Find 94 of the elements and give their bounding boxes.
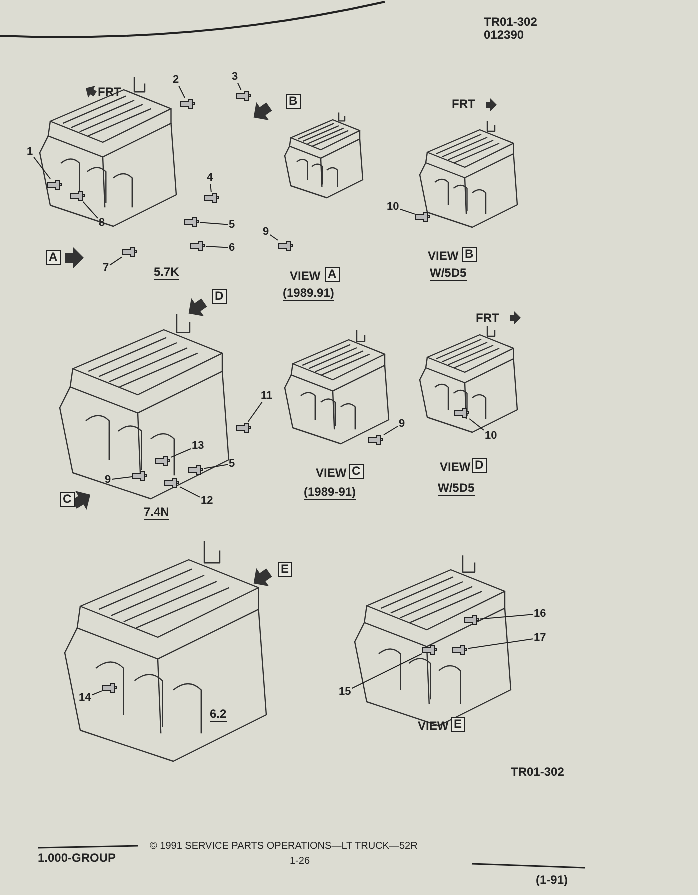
leader-line bbox=[468, 638, 534, 650]
label-text: (1-91) bbox=[536, 874, 568, 887]
sensor-icon bbox=[164, 477, 180, 489]
callout-number: 2 bbox=[172, 74, 180, 86]
leader-line bbox=[110, 256, 122, 266]
callout-number: 3 bbox=[231, 71, 240, 83]
sensor-icon bbox=[180, 98, 196, 110]
sensor-icon bbox=[47, 179, 63, 191]
label-text: TR01-302 bbox=[511, 766, 564, 779]
label-text: VIEW bbox=[418, 720, 449, 733]
callout-number: 14 bbox=[78, 692, 92, 704]
sensor-icon bbox=[236, 90, 252, 102]
label-text: VIEW bbox=[316, 467, 347, 480]
leader-line bbox=[210, 184, 212, 192]
view-letter: A bbox=[46, 250, 61, 265]
front-label: FRT bbox=[452, 98, 476, 111]
footer-text: © 1991 SERVICE PARTS OPERATIONS—LT TRUCK—52R bbox=[150, 840, 418, 853]
sensor-icon bbox=[190, 240, 206, 252]
leader-line bbox=[200, 222, 228, 226]
label-text: 012390 bbox=[484, 29, 524, 42]
label-text: VIEW bbox=[428, 250, 459, 263]
view-letter: C bbox=[349, 464, 364, 479]
view-letter: C bbox=[60, 492, 75, 507]
callout-number: 15 bbox=[338, 686, 352, 698]
sensor-icon bbox=[155, 455, 171, 467]
drawing-caption: (1989-91) bbox=[304, 486, 356, 500]
leader-line bbox=[400, 208, 416, 215]
callout-number: 4 bbox=[206, 172, 214, 184]
leader-line bbox=[92, 690, 102, 696]
label-text: VIEW bbox=[290, 270, 321, 283]
view-letter: B bbox=[286, 94, 301, 109]
drawing-caption: W/5D5 bbox=[438, 482, 475, 496]
sensor-icon bbox=[278, 240, 294, 252]
sensor-icon bbox=[184, 216, 200, 228]
leader-line bbox=[248, 402, 263, 422]
sensor-icon bbox=[102, 682, 118, 694]
leader-line bbox=[204, 464, 228, 470]
leader-line bbox=[469, 418, 484, 431]
label-text: TR01-302 bbox=[484, 16, 538, 29]
drawing-caption: W/5D5 bbox=[430, 267, 467, 281]
sensor-icon bbox=[422, 644, 438, 656]
sensor-icon bbox=[464, 614, 480, 626]
callout-number: 9 bbox=[104, 474, 112, 486]
callout-number: 5 bbox=[228, 458, 236, 470]
front-label: FRT bbox=[476, 312, 500, 325]
sensor-icon bbox=[188, 464, 204, 476]
callout-number: 16 bbox=[533, 608, 548, 620]
sensor-icon bbox=[70, 190, 86, 202]
view-letter: B bbox=[462, 247, 477, 262]
label-text: 1.000-GROUP bbox=[38, 852, 116, 865]
sensor-icon bbox=[132, 470, 148, 482]
footer-text: 1-26 bbox=[290, 855, 310, 868]
view-letter: D bbox=[212, 289, 227, 304]
leader-line bbox=[34, 156, 51, 180]
leader-line bbox=[178, 86, 186, 98]
leader-line bbox=[180, 486, 200, 498]
drawing-caption: 6.2 bbox=[210, 708, 227, 722]
callout-number: 11 bbox=[260, 390, 274, 402]
sensor-icon bbox=[122, 246, 138, 258]
leader-line bbox=[206, 246, 228, 248]
leader-line bbox=[352, 654, 422, 689]
label-text: VIEW bbox=[440, 461, 471, 474]
callout-number: 5 bbox=[228, 219, 236, 231]
drawing-caption: 5.7K bbox=[154, 266, 180, 280]
front-label: FRT bbox=[98, 86, 122, 99]
leader-line bbox=[480, 614, 534, 620]
sensor-icon bbox=[452, 644, 468, 656]
callout-number: 12 bbox=[200, 495, 214, 507]
leader-line bbox=[82, 202, 98, 219]
callout-number: 9 bbox=[398, 418, 406, 430]
callout-number: 10 bbox=[386, 201, 400, 213]
callout-number: 1 bbox=[26, 146, 34, 158]
sensor-icon bbox=[368, 434, 384, 446]
callout-number: 17 bbox=[533, 632, 548, 644]
sensor-icon bbox=[236, 422, 252, 434]
callout-number: 7 bbox=[102, 262, 110, 274]
drawing-caption: 7.4N bbox=[144, 506, 170, 520]
leader-line bbox=[384, 426, 398, 436]
callout-number: 13 bbox=[191, 440, 206, 452]
drawing-caption: (1989.91) bbox=[283, 287, 334, 301]
sensor-icon bbox=[454, 407, 470, 419]
view-letter: E bbox=[451, 717, 466, 732]
callout-number: 9 bbox=[262, 226, 270, 238]
sensor-icon bbox=[204, 192, 220, 204]
view-letter: D bbox=[472, 458, 487, 473]
callout-number: 10 bbox=[484, 430, 498, 442]
sensor-icon bbox=[415, 211, 431, 223]
leader-line bbox=[112, 476, 132, 480]
leader-line bbox=[170, 448, 192, 458]
leader-line bbox=[270, 234, 278, 241]
callout-number: 6 bbox=[228, 242, 236, 254]
view-letter: A bbox=[325, 267, 340, 282]
leader-line bbox=[237, 82, 242, 90]
view-letter: E bbox=[278, 562, 292, 577]
